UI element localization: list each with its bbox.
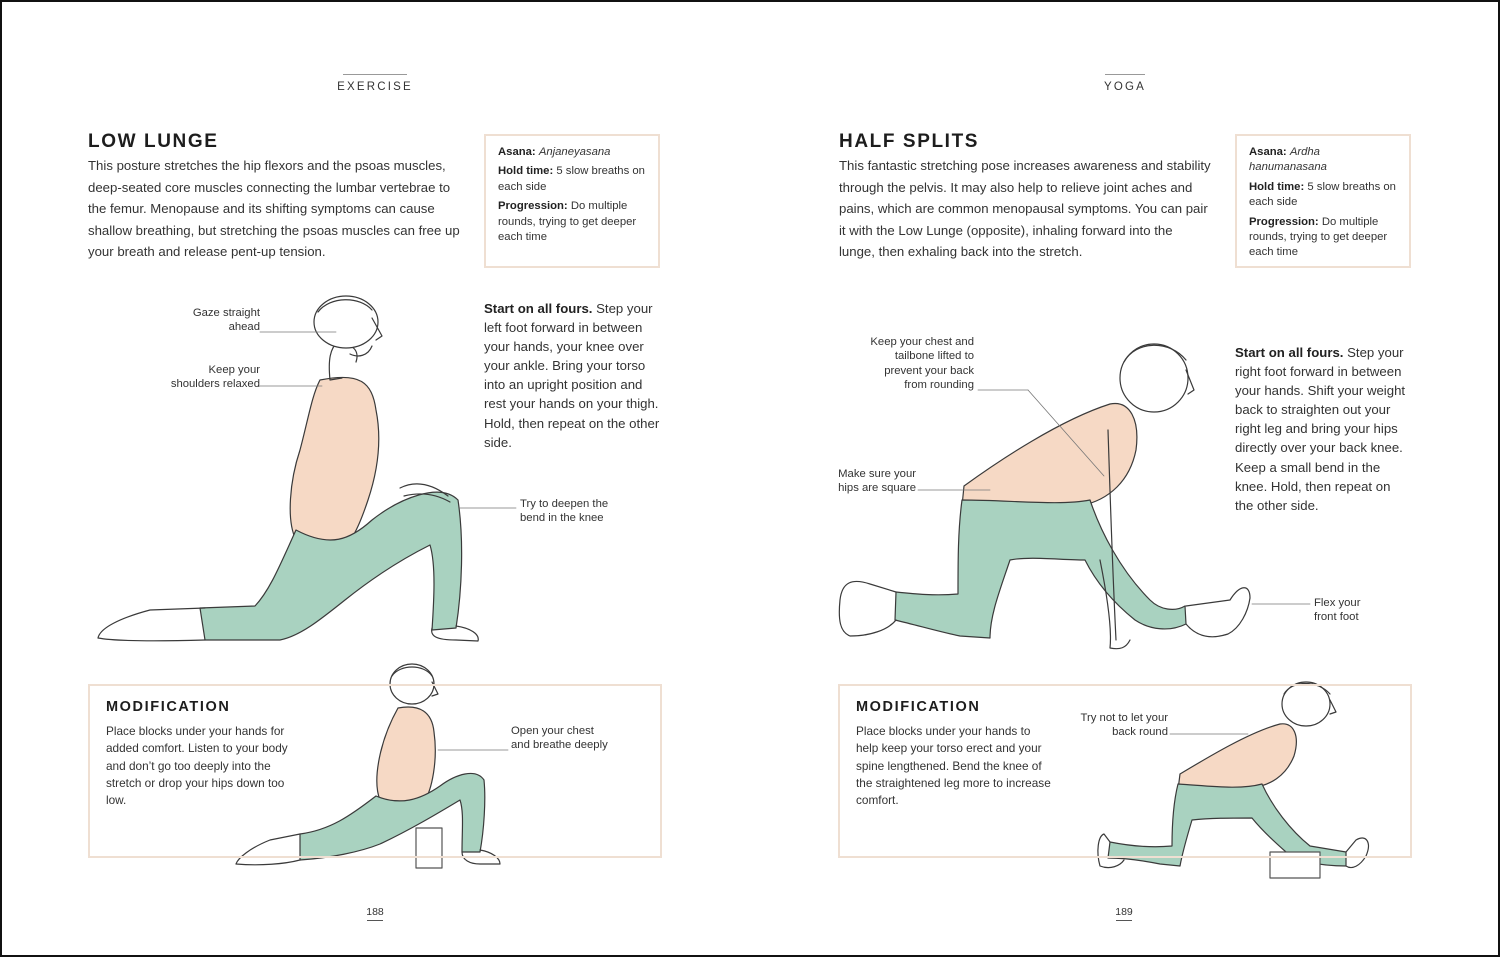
- modification-box-left: [88, 684, 662, 858]
- label-shoulders: Keep your shoulders relaxed: [170, 364, 260, 391]
- running-head-right: YOGA: [1095, 74, 1155, 93]
- steps-body-right: Step your right foot forward in between …: [1235, 345, 1406, 513]
- intro-text-right: This fantastic stretching pose increases…: [839, 158, 1211, 260]
- modification-title-left: MODIFICATION: [106, 699, 231, 715]
- page-title-left: LOW LUNGE: [88, 131, 219, 152]
- half-splits-block-figure: [1097, 681, 1369, 879]
- steps-lead-left: Start on all fours.: [484, 301, 593, 316]
- label-chest-tailbone: Keep your chest and tailbone lifted to p…: [870, 336, 974, 392]
- page-title-right: HALF SPLITS: [839, 131, 980, 152]
- label-gaze: Gaze straight ahead: [192, 307, 260, 334]
- low-lunge-figure: [97, 295, 479, 642]
- modification-text-right: Place blocks under your hands to help ke…: [856, 724, 1051, 808]
- modification-text-left: Place blocks under your hands for added …: [106, 724, 288, 808]
- label-chest-open: Open your chest and breathe deeply: [511, 725, 608, 752]
- page-number-left: 188: [355, 906, 395, 921]
- info-box-right: Asana: Ardha hanumanasana Hold time: 5 s…: [1235, 134, 1411, 268]
- steps-text-right: Start on all fours. Step your right foot…: [1235, 343, 1407, 515]
- info-box-left: Asana: Anjaneyasana Hold time: 5 slow br…: [484, 134, 660, 268]
- steps-text-left: Start on all fours. Step your left foot …: [484, 299, 660, 452]
- label-hips-square: Make sure your hips are square: [838, 468, 916, 495]
- modification-box-right: [838, 684, 1412, 858]
- page-number-right: 189: [1104, 906, 1144, 921]
- steps-lead-right: Start on all fours.: [1235, 345, 1344, 360]
- label-flex-foot: Flex your front foot: [1314, 597, 1361, 624]
- intro-text-left: This posture stretches the hip flexors a…: [88, 158, 460, 260]
- low-lunge-block-figure: [235, 663, 501, 869]
- running-head-left: EXERCISE: [335, 74, 415, 93]
- label-back-round: Try not to let your back round: [1080, 712, 1168, 739]
- modification-title-right: MODIFICATION: [856, 699, 981, 715]
- label-knee: Try to deepen the bend in the knee: [520, 498, 609, 525]
- steps-body-left: Step your left foot forward in between y…: [484, 301, 660, 450]
- half-splits-figure: [838, 343, 1251, 650]
